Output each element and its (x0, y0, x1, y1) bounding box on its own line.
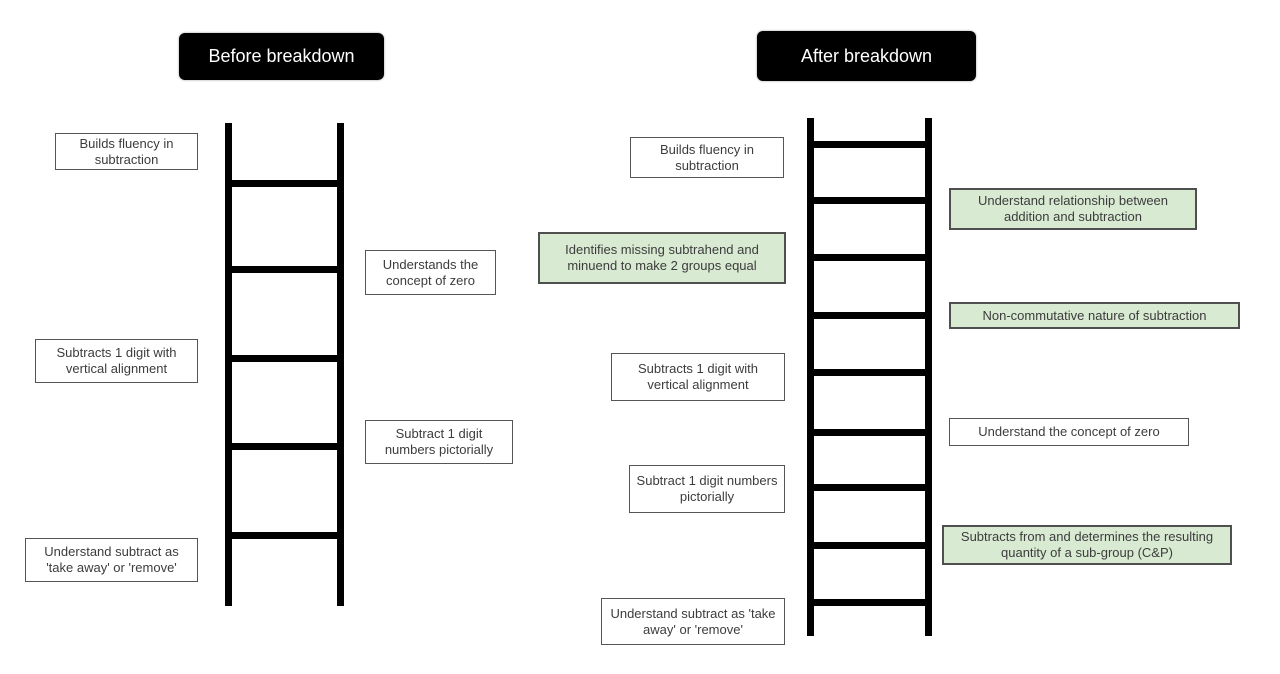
ladder-rail-left (225, 123, 232, 606)
before-step-fluency: Builds fluency in subtraction (55, 133, 198, 170)
after-step-missing-subtrahend: Identifies missing subtrahend and minuen… (538, 232, 786, 284)
ladder-rung (225, 180, 344, 187)
before-step-zero: Understands the concept of zero (365, 250, 496, 295)
ladder-rung (225, 266, 344, 273)
after-breakdown-title: After breakdown (757, 31, 976, 81)
after-step-take-away: Understand subtract as 'take away' or 'r… (601, 598, 785, 645)
ladder-rung (807, 141, 932, 148)
after-step-addition-relationship: Understand relationship between addition… (949, 188, 1197, 230)
before-step-take-away: Understand subtract as 'take away' or 'r… (25, 538, 198, 582)
ladder-rung (807, 197, 932, 204)
ladder-rung (807, 599, 932, 606)
ladder-rung (807, 429, 932, 436)
ladder-rail-right (925, 118, 932, 636)
ladder-rung (807, 542, 932, 549)
after-step-fluency: Builds fluency in subtraction (630, 137, 784, 178)
after-step-non-commutative: Non-commutative nature of subtraction (949, 302, 1240, 329)
ladder-rail-left (807, 118, 814, 636)
after-step-zero: Understand the concept of zero (949, 418, 1189, 446)
ladder-rung (807, 312, 932, 319)
after-step-sub-group: Subtracts from and determines the result… (942, 525, 1232, 565)
after-step-pictorial: Subtract 1 digit numbers pictorially (629, 465, 785, 513)
before-breakdown-title: Before breakdown (179, 33, 384, 80)
ladder-rung (807, 254, 932, 261)
ladder-rung (807, 484, 932, 491)
after-step-vertical-alignment: Subtracts 1 digit with vertical alignmen… (611, 353, 785, 401)
ladder-rung (225, 532, 344, 539)
ladder-rail-right (337, 123, 344, 606)
before-step-vertical-alignment: Subtracts 1 digit with vertical alignmen… (35, 339, 198, 383)
before-step-pictorial: Subtract 1 digit numbers pictorially (365, 420, 513, 464)
ladder-rung (807, 369, 932, 376)
ladder-rung (225, 443, 344, 450)
ladder-rung (225, 355, 344, 362)
